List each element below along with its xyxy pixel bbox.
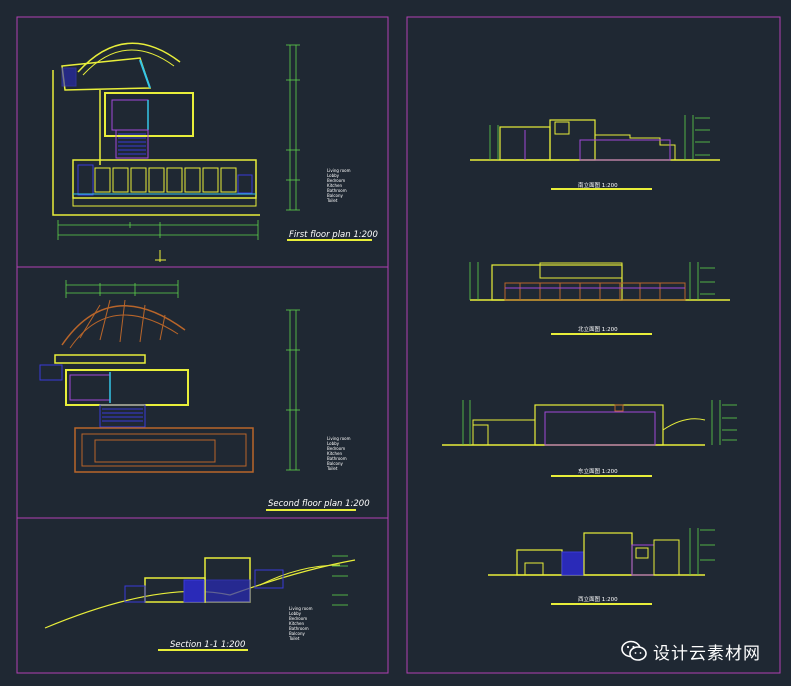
wechat-icon bbox=[621, 640, 647, 661]
svg-text:Living room: Living room bbox=[327, 168, 351, 173]
elevation-west bbox=[488, 528, 715, 605]
elevation-north bbox=[469, 262, 730, 335]
svg-text:Lobby: Lobby bbox=[327, 441, 340, 446]
first-floor-plan bbox=[52, 42, 372, 262]
svg-text:Bathroom: Bathroom bbox=[327, 188, 347, 193]
section-title: Section 1-1 1:200 bbox=[170, 640, 245, 650]
svg-text:Bathroom: Bathroom bbox=[327, 456, 347, 461]
watermark: 设计云素材网 bbox=[621, 636, 761, 666]
svg-text:Living room: Living room bbox=[289, 606, 313, 611]
first-floor-title: First floor plan 1:200 bbox=[289, 230, 378, 240]
svg-text:Bathroom: Bathroom bbox=[289, 626, 309, 631]
elevation-title-3: 东立面图 1:200 bbox=[578, 467, 618, 475]
svg-text:Kitchen: Kitchen bbox=[327, 451, 342, 456]
frame-second-floor bbox=[16, 266, 389, 519]
elevation-title-1: 南立面图 1:200 bbox=[578, 181, 618, 189]
sheet-frames bbox=[16, 16, 781, 674]
svg-text:Bedroom: Bedroom bbox=[289, 616, 307, 621]
frame-section bbox=[16, 517, 389, 674]
svg-text:Balcony: Balcony bbox=[289, 631, 305, 636]
watermark-text: 设计云素材网 bbox=[653, 643, 761, 664]
svg-text:Toilet: Toilet bbox=[288, 636, 300, 641]
legend-first-floor: Living room Lobby Bedroom Kitchen Bathro… bbox=[326, 168, 351, 203]
svg-text:Toilet: Toilet bbox=[326, 466, 338, 471]
svg-text:Balcony: Balcony bbox=[327, 461, 343, 466]
svg-text:Bedroom: Bedroom bbox=[327, 446, 345, 451]
svg-text:Bedroom: Bedroom bbox=[327, 178, 345, 183]
svg-text:Lobby: Lobby bbox=[327, 173, 340, 178]
frame-elevations bbox=[406, 16, 781, 674]
section-drawing bbox=[44, 555, 356, 651]
svg-text:Lobby: Lobby bbox=[289, 611, 302, 616]
elevation-east bbox=[442, 400, 737, 477]
svg-text:Toilet: Toilet bbox=[326, 198, 338, 203]
svg-text:Living room: Living room bbox=[327, 436, 351, 441]
elevation-title-4: 西立面图 1:200 bbox=[578, 595, 618, 603]
legend-section: Living room Lobby Bedroom Kitchen Bathro… bbox=[288, 606, 313, 641]
elevation-title-2: 北立面图 1:200 bbox=[578, 325, 618, 333]
second-floor-plan bbox=[39, 280, 356, 511]
svg-text:Balcony: Balcony bbox=[327, 193, 343, 198]
legend-second-floor: Living room Lobby Bedroom Kitchen Bathro… bbox=[326, 436, 351, 471]
svg-text:Kitchen: Kitchen bbox=[327, 183, 342, 188]
second-floor-title: Second floor plan 1:200 bbox=[268, 499, 370, 509]
elevation-south bbox=[470, 115, 720, 190]
svg-text:Kitchen: Kitchen bbox=[289, 621, 304, 626]
